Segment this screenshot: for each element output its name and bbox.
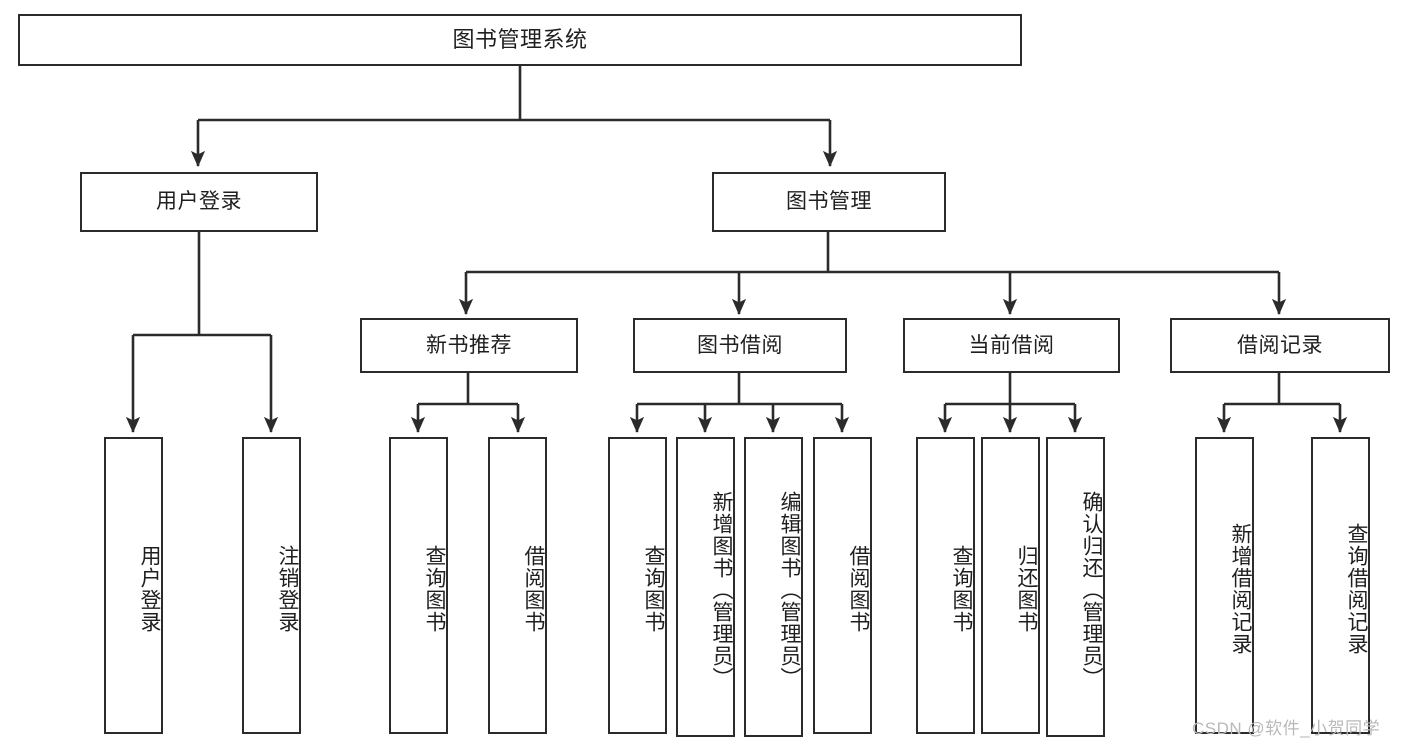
- node-current-borrow-label: 当前借阅: [968, 333, 1055, 357]
- leaf-current-confirm-return-label: 确认归还（管理员）: [1080, 491, 1103, 689]
- csdn-watermark: CSDN @软件_小贺同学: [1192, 719, 1381, 738]
- node-borrow-record-label: 借阅记录: [1237, 333, 1323, 357]
- leaf-record-add-record[interactable]: 新增借阅记录: [1195, 437, 1254, 734]
- leaf-current-return-book-label: 归还图书: [1015, 544, 1038, 633]
- leaf-borrow-add-book-label: 新增图书（管理员）: [710, 491, 733, 689]
- node-book-management[interactable]: 图书管理: [712, 172, 946, 232]
- leaf-user-login-login-label: 用户登录: [138, 544, 161, 633]
- leaf-recommend-borrow-book[interactable]: 借阅图书: [488, 437, 547, 734]
- leaf-borrow-edit-book[interactable]: 编辑图书（管理员）: [744, 437, 803, 737]
- node-book-management-label: 图书管理: [786, 190, 872, 214]
- leaf-record-add-record-label: 新增借阅记录: [1229, 522, 1252, 655]
- node-book-borrow-label: 图书借阅: [697, 333, 783, 357]
- node-borrow-record[interactable]: 借阅记录: [1170, 318, 1390, 373]
- leaf-record-query-record[interactable]: 查询借阅记录: [1311, 437, 1370, 734]
- leaf-borrow-borrow-book-label: 借阅图书: [847, 544, 870, 633]
- node-current-borrow[interactable]: 当前借阅: [903, 318, 1120, 373]
- leaf-recommend-query-book[interactable]: 查询图书: [389, 437, 448, 734]
- node-new-book-recommend[interactable]: 新书推荐: [360, 318, 578, 373]
- leaf-borrow-edit-book-label: 编辑图书（管理员）: [778, 491, 801, 689]
- node-new-book-recommend-label: 新书推荐: [426, 333, 512, 357]
- node-user-login-label: 用户登录: [156, 190, 242, 214]
- leaf-current-query-book-label: 查询图书: [950, 544, 973, 633]
- leaf-recommend-borrow-book-label: 借阅图书: [522, 544, 545, 633]
- node-root-system[interactable]: 图书管理系统: [18, 14, 1022, 66]
- leaf-record-query-record-label: 查询借阅记录: [1345, 522, 1368, 655]
- node-user-login[interactable]: 用户登录: [80, 172, 318, 232]
- leaf-borrow-add-book[interactable]: 新增图书（管理员）: [676, 437, 735, 737]
- leaf-borrow-borrow-book[interactable]: 借阅图书: [813, 437, 872, 734]
- leaf-borrow-query-book[interactable]: 查询图书: [608, 437, 667, 734]
- leaf-user-login-logout[interactable]: 注销登录: [242, 437, 301, 734]
- leaf-user-login-login[interactable]: 用户登录: [104, 437, 163, 734]
- leaf-current-confirm-return[interactable]: 确认归还（管理员）: [1046, 437, 1105, 737]
- leaf-current-return-book[interactable]: 归还图书: [981, 437, 1040, 734]
- leaf-recommend-query-book-label: 查询图书: [423, 544, 446, 633]
- leaf-user-login-logout-label: 注销登录: [276, 544, 299, 633]
- leaf-borrow-query-book-label: 查询图书: [642, 544, 665, 633]
- leaf-current-query-book[interactable]: 查询图书: [916, 437, 975, 734]
- node-book-borrow[interactable]: 图书借阅: [633, 318, 847, 373]
- node-root-system-label: 图书管理系统: [452, 26, 588, 52]
